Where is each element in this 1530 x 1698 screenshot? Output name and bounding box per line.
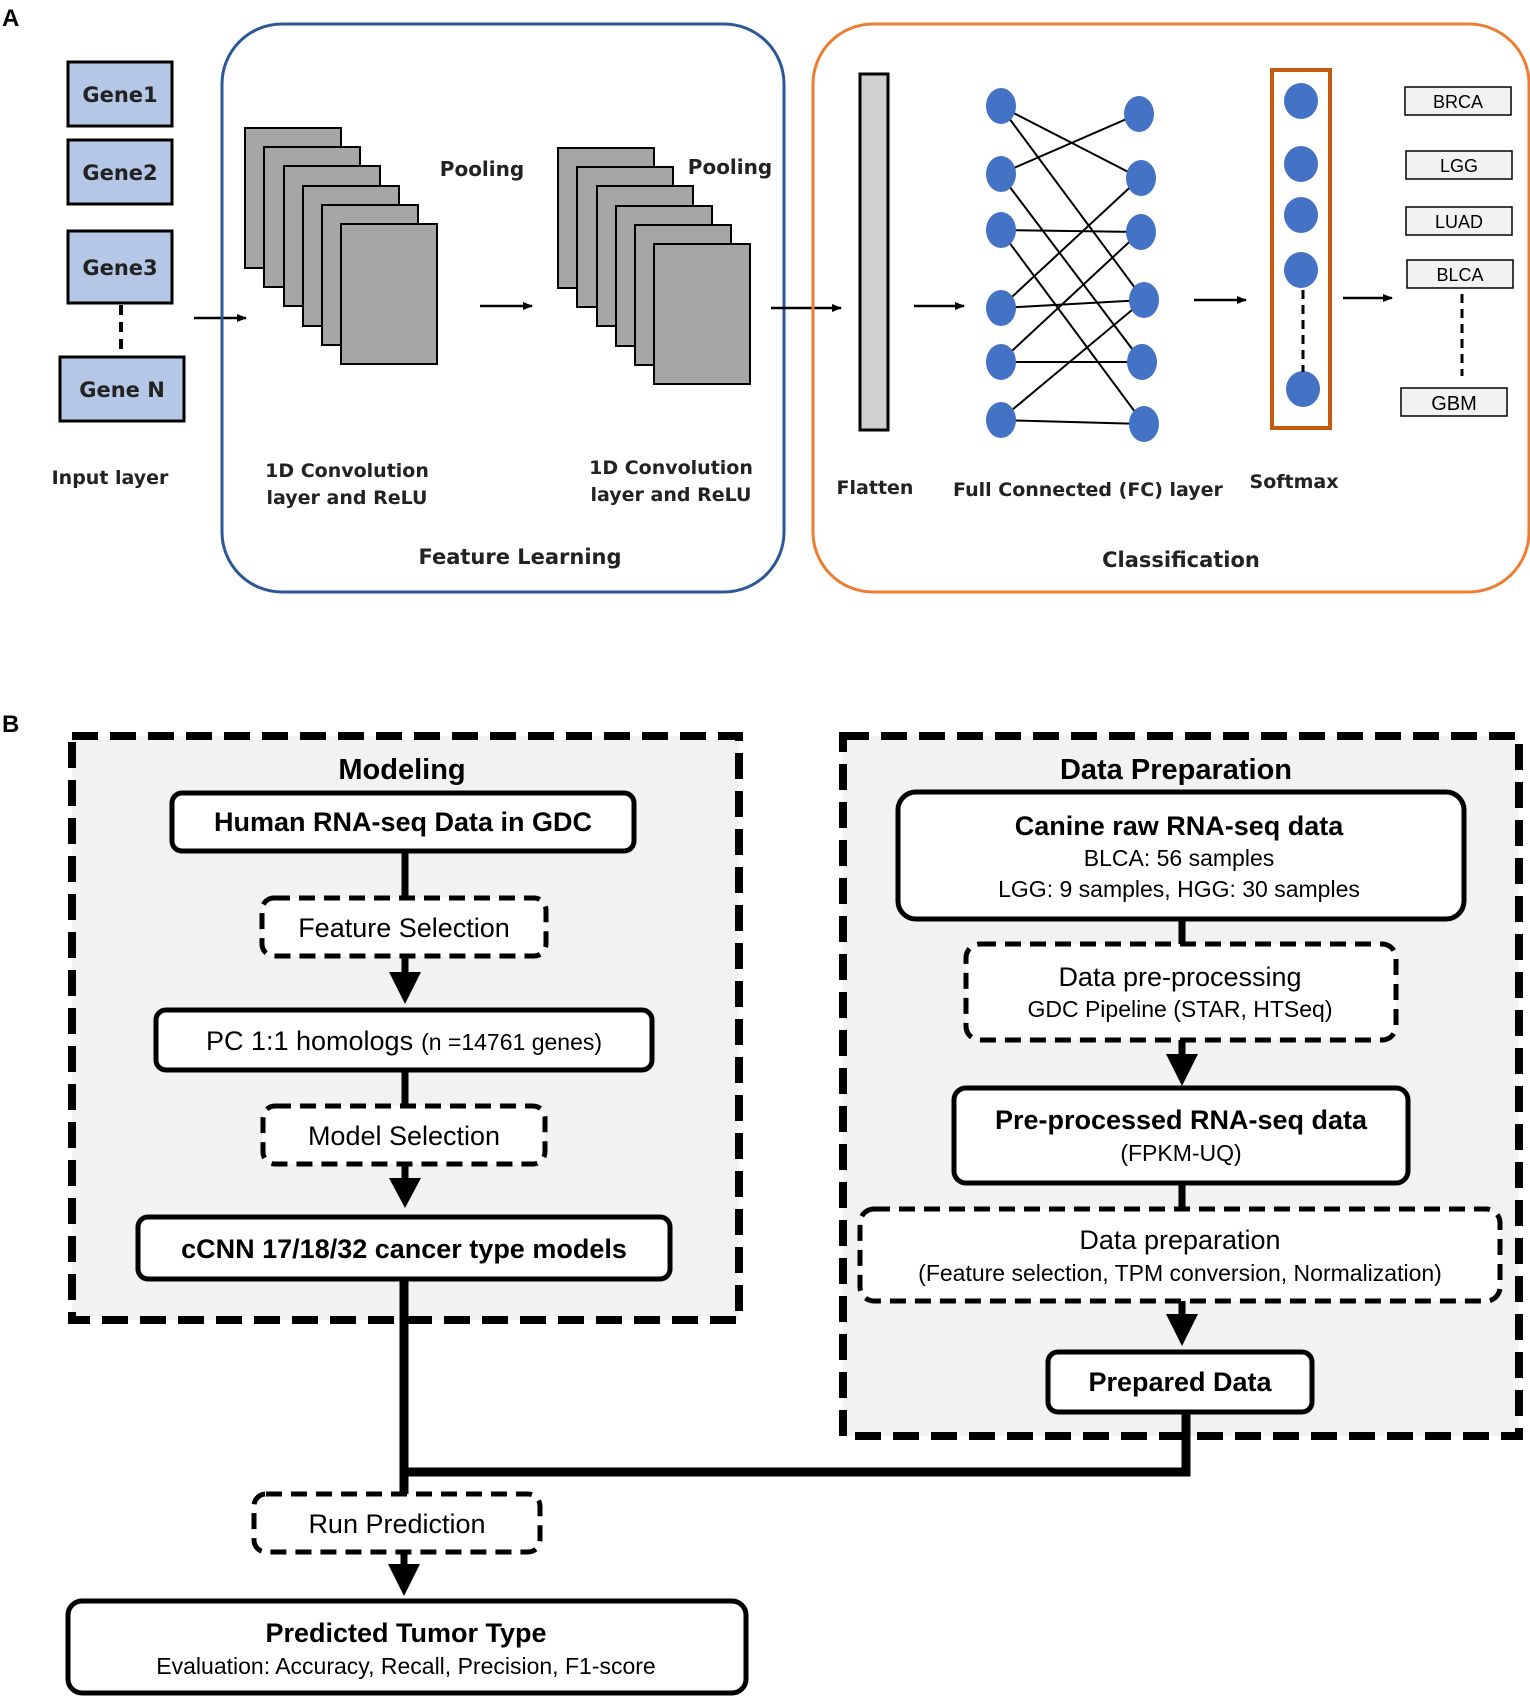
homologs-main: PC 1:1 homologs [206,1026,413,1056]
softmax-nodes [1284,83,1320,407]
flatten-bar [858,72,890,432]
gene3-box [66,229,174,305]
data-prep-title: Data Preparation [1060,754,1292,786]
conv2-label-line2: layer and ReLU [591,484,752,506]
gene-n-label: Gene N [79,378,165,402]
preprocessed-data-box [951,1085,1411,1186]
softmax-box [1270,68,1332,430]
pooling-label-1: Pooling [440,157,524,181]
class-label-lgg: LGG [1440,156,1478,176]
fc-layer-label: Full Connected (FC) layer [953,479,1224,501]
class-box-brca [1404,86,1512,116]
panel-a-label: A [2,5,19,32]
arrowhead-run-to-predicted [388,1564,420,1596]
feature-learning-label: Feature Learning [418,545,621,569]
cnn-models-label: cCNN 17/18/32 cancer type models [181,1234,627,1264]
preprocessing-box [963,941,1399,1043]
predicted-tumor-box [65,1598,749,1696]
conv1-label-line1: 1D Convolution [265,460,429,482]
raw-data-title: Canine raw RNA-seq data [1015,811,1345,841]
class-label-blca: BLCA [1436,265,1483,285]
conv1-label-line2: layer and ReLU [267,487,428,509]
conv2-label-line1: 1D Convolution [589,457,753,479]
gene2-label: Gene2 [82,161,157,185]
preprocessing-title: Data pre-processing [1058,962,1301,992]
input-layer-label: Input layer [52,467,169,489]
prepared-data-label: Prepared Data [1088,1367,1272,1397]
gene2-box [66,138,174,206]
arrowhead-prep-to-prepared [1166,1314,1198,1346]
conv-stack-1 [244,127,438,365]
class-outputs: BRCA LGG LUAD BLCA GBM [1400,86,1514,417]
model-selection-label: Model Selection [308,1121,500,1151]
arrowhead-model-to-cnn [389,1178,421,1208]
flatten-label: Flatten [837,477,914,499]
predicted-tumor-title: Predicted Tumor Type [265,1618,546,1648]
connector-prepared-to-merge [402,1412,1191,1477]
fc-nodes [986,88,1159,442]
homologs-text: PC 1:1 homologs (n =14761 genes) [206,1026,602,1056]
classification-box [811,22,1530,594]
raw-data-line2: LGG: 9 samples, HGG: 30 samples [998,876,1360,902]
arrowhead-feature-to-homologs [389,972,421,1004]
gene1-box [66,60,174,128]
modeling-title: Modeling [338,754,465,786]
run-prediction-box [251,1491,543,1555]
arrowhead-preproc-to-preprocessed [1166,1054,1198,1086]
data-preparation-title: Data preparation [1079,1225,1280,1255]
feature-selection-label: Feature Selection [298,913,510,943]
softmax-label: Softmax [1250,471,1339,493]
data-preparation-sub: (Feature selection, TPM conversion, Norm… [918,1260,1442,1286]
predicted-tumor-sub: Evaluation: Accuracy, Recall, Precision,… [156,1653,655,1679]
homologs-sub: (n =14761 genes) [421,1029,602,1055]
class-box-luad [1405,206,1513,236]
run-prediction-label: Run Prediction [308,1509,485,1539]
class-label-luad: LUAD [1435,212,1483,232]
class-box-gbm [1400,387,1508,417]
gdc-data-label: Human RNA-seq Data in GDC [214,807,592,837]
input-layer-genes: Gene1 Gene2 Gene3 Gene N Input layer [52,60,186,489]
raw-data-line1: BLCA: 56 samples [1084,845,1274,871]
pooling-label-2: Pooling [688,155,772,179]
preprocessed-data-title: Pre-processed RNA-seq data [995,1105,1368,1135]
class-box-lgg [1405,150,1513,180]
class-box-blca [1406,259,1514,289]
gene3-label: Gene3 [82,256,157,280]
class-label-brca: BRCA [1433,92,1483,112]
data-preparation-box [857,1206,1503,1304]
gene-n-box [58,355,186,423]
fc-connections [999,105,1145,425]
prepared-data-box [1045,1349,1315,1415]
class-label-gbm: GBM [1431,393,1477,415]
gene1-label: Gene1 [82,83,157,107]
preprocessed-data-sub: (FPKM-UQ) [1120,1140,1241,1166]
panel-b-label: B [2,711,19,738]
conv-stack-2 [557,147,751,385]
preprocessing-sub: GDC Pipeline (STAR, HTSeq) [1027,996,1332,1022]
classification-label: Classification [1102,548,1260,572]
